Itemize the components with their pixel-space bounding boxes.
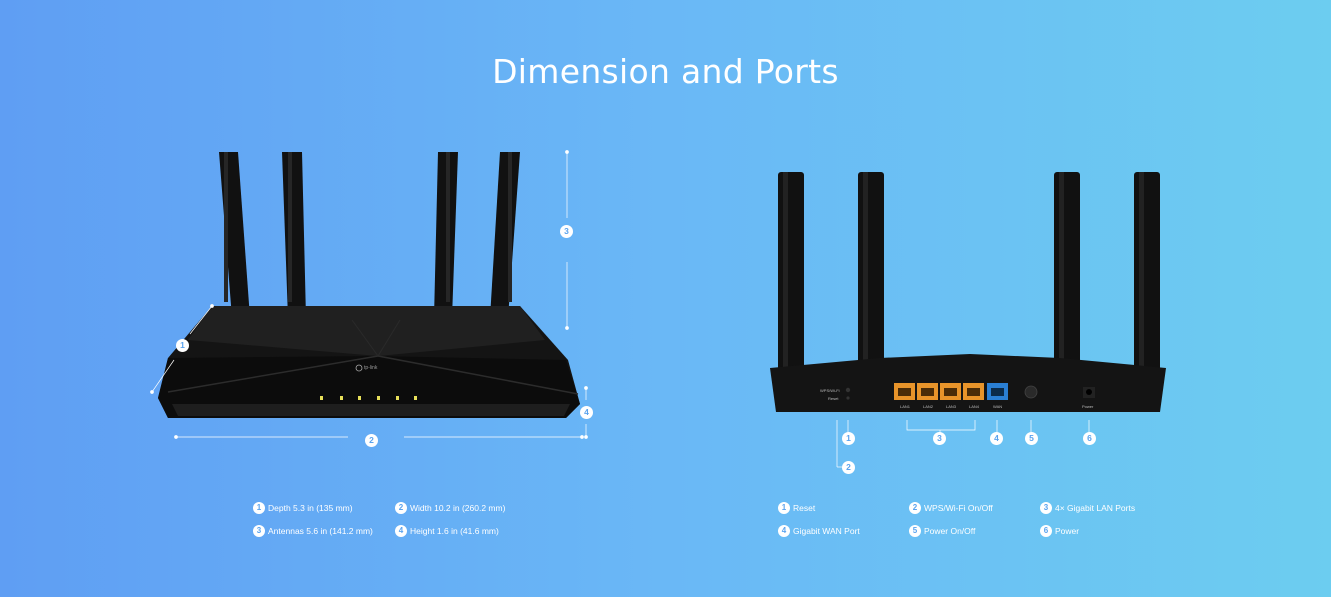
legend-number: 2 <box>909 502 921 514</box>
legend-number: 2 <box>395 502 407 514</box>
legend-number: 6 <box>1040 525 1052 537</box>
callout-reset: 1 <box>842 432 855 445</box>
callout-wps: 2 <box>842 461 855 474</box>
page-title: Dimension and Ports <box>492 52 839 91</box>
port-label-lan1: LAN1 <box>900 404 911 409</box>
legend-text: Height 1.6 in (41.6 mm) <box>410 526 499 536</box>
legend-number: 4 <box>778 525 790 537</box>
wps-button <box>845 387 851 393</box>
callout-antenna: 3 <box>560 225 573 238</box>
legend-text: Depth 5.3 in (135 mm) <box>268 503 353 513</box>
legend-number: 1 <box>778 502 790 514</box>
legend-text: Reset <box>793 503 816 513</box>
port-label-lan2: LAN2 <box>923 404 934 409</box>
legend-item-lan: 3 4× Gigabit LAN Ports <box>1040 502 1135 514</box>
callout-height: 4 <box>580 406 593 419</box>
brand-logo-text: tp-link <box>364 365 378 371</box>
brand-logo <box>355 364 363 372</box>
callout-lan: 3 <box>933 432 946 445</box>
reset-button <box>846 396 850 400</box>
legend-text: Width 10.2 in (260.2 mm) <box>410 503 506 513</box>
legend-number: 4 <box>395 525 407 537</box>
callout-power: 6 <box>1083 432 1096 445</box>
callout-width: 2 <box>365 434 378 447</box>
legend-number: 3 <box>1040 502 1052 514</box>
callout-depth: 1 <box>176 339 189 352</box>
legend-number: 5 <box>909 525 921 537</box>
legend-item-wan: 4 Gigabit WAN Port <box>778 525 860 537</box>
antenna-4 <box>490 152 520 318</box>
legend-text: Power On/Off <box>924 526 976 536</box>
legend-number: 1 <box>253 502 265 514</box>
legend-item-height: 4 Height 1.6 in (41.6 mm) <box>395 525 499 537</box>
legend-text: 4× Gigabit LAN Ports <box>1055 503 1136 513</box>
callout-power-button: 5 <box>1025 432 1038 445</box>
legend-item-power-switch: 5 Power On/Off <box>909 525 975 537</box>
status-leds <box>320 396 417 400</box>
callout-wan: 4 <box>990 432 1003 445</box>
legend-text: Power <box>1055 526 1080 536</box>
button-label-reset: Reset <box>828 396 839 401</box>
legend-item-antennas: 3 Antennas 5.6 in (141.2 mm) <box>253 525 373 537</box>
lan-ports <box>894 383 984 400</box>
legend-item-reset: 1 Reset <box>778 502 815 514</box>
legend-text: WPS/Wi-Fi On/Off <box>924 503 993 513</box>
legend-item-power: 6 Power <box>1040 525 1079 537</box>
port-label-lan3: LAN3 <box>946 404 957 409</box>
port-label-lan4: LAN4 <box>969 404 980 409</box>
legend-text: Gigabit WAN Port <box>793 526 860 536</box>
legend-number: 3 <box>253 525 265 537</box>
button-label-wps: WPS/Wi-Fi <box>820 388 840 393</box>
port-label-power: Power <box>1082 404 1094 409</box>
legend-text: Antennas 5.6 in (141.2 mm) <box>268 526 373 536</box>
legend-item-depth: 1 Depth 5.3 in (135 mm) <box>253 502 353 514</box>
legend-item-width: 2 Width 10.2 in (260.2 mm) <box>395 502 505 514</box>
legend-item-wps: 2 WPS/Wi-Fi On/Off <box>909 502 993 514</box>
port-label-wan: WAN <box>993 404 1003 409</box>
power-button <box>1024 385 1038 399</box>
